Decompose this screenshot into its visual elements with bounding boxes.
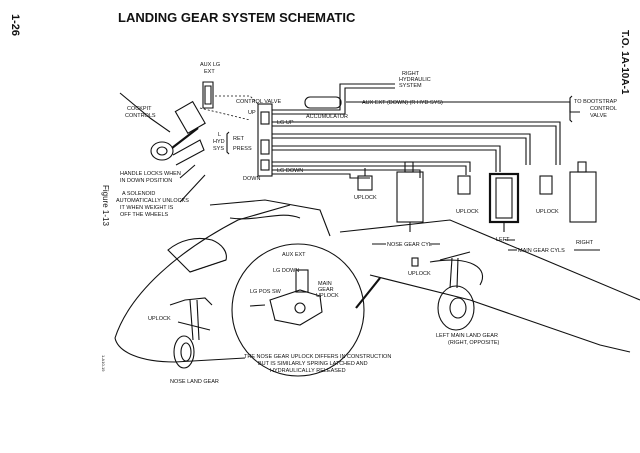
hydraulic-lines xyxy=(272,83,580,179)
uplock-label-2: UPLOCK xyxy=(456,209,479,215)
page-number: 1-26 xyxy=(9,14,21,36)
lg-down-label-2: LG DOWN xyxy=(273,268,299,274)
control-valve-label: CONTROL VALVE xyxy=(236,99,281,105)
nose-uplock-unit xyxy=(357,168,373,191)
lg-pos-sw-label: LG POS SW xyxy=(250,289,282,295)
document-id: T.O. 1A-10A-1 xyxy=(619,30,630,95)
bootstrap-label: TO BOOTSTRAP CONTROL VALVE xyxy=(574,99,618,119)
uplock-label-3: UPLOCK xyxy=(536,209,559,215)
right-wing-outline xyxy=(339,219,640,353)
main-gear-cyls-label: MAIN GEAR CYLS xyxy=(518,248,565,254)
nose-land-gear-drawing xyxy=(169,297,213,369)
control-cable xyxy=(199,95,259,121)
cyl-leaders xyxy=(372,239,600,251)
cockpit-controls-label: COCKPIT CONTROLS xyxy=(125,106,156,119)
accumulator xyxy=(304,96,342,109)
uplock-detail-circle xyxy=(231,243,365,377)
left-main-land-gear-drawing xyxy=(437,251,475,331)
solenoid-note-label: A SOLENOID AUTOMATICALLY UNLOCKS IT WHEN… xyxy=(116,191,190,218)
cockpit-handle xyxy=(150,100,206,166)
detail-pointer xyxy=(355,277,381,309)
right-label: RIGHT xyxy=(576,240,594,246)
page-title: LANDING GEAR SYSTEM SCHEMATIC xyxy=(118,10,356,25)
left-main-uplock-unit xyxy=(457,175,471,195)
l-hyd-sys-label: L HYD SYS xyxy=(213,132,226,152)
bootstrap-bracket xyxy=(569,95,573,123)
ret-label: RET xyxy=(233,136,245,142)
right-main-gear-cylinder xyxy=(569,161,597,223)
uplock-label-4: UPLOCK xyxy=(408,271,431,277)
uplock-label-1: UPLOCK xyxy=(354,195,377,201)
lg-up-label: LG UP xyxy=(277,120,294,126)
aux-ext-line-label: AUX EXT (DOWN) (R HYD SYS) xyxy=(362,100,443,106)
aux-lg-ext-label: AUX LG EXT xyxy=(200,62,222,75)
handle-note-label: HANDLE LOCKS WHEN IN DOWN POSITION xyxy=(120,171,182,184)
control-valve-block xyxy=(257,103,273,177)
nose-uplock-label: UPLOCK xyxy=(148,316,171,322)
left-label: LEFT xyxy=(496,237,510,243)
right-main-uplock-unit xyxy=(539,175,553,195)
wing-left xyxy=(209,199,331,237)
nose-uplock-note: THE NOSE GEAR UPLOCK DIFFERS IN CONSTRUC… xyxy=(244,354,393,374)
main-gear-uplock-label: MAIN GEAR UPLOCK xyxy=(316,281,339,299)
aux-lg-ext-handle xyxy=(202,81,214,109)
accumulator-label: ACCUMULATOR xyxy=(306,114,348,120)
ret-press-bracket xyxy=(226,131,230,155)
lg-down-label: LG DOWN xyxy=(277,168,303,174)
left-main-gear-cylinder xyxy=(488,172,520,232)
down-label: DOWN xyxy=(243,176,260,182)
ref-code: 1-A10-19 xyxy=(101,355,106,372)
uplock-box-small xyxy=(411,257,419,267)
leader-lines-cockpit xyxy=(119,92,206,203)
left-main-gear-label: LEFT MAIN LAND GEAR (RIGHT, OPPOSITE) xyxy=(436,333,500,346)
right-hyd-sys-label: RIGHT HYDRAULIC SYSTEM xyxy=(399,71,432,89)
aux-ext-label: AUX EXT xyxy=(282,252,306,258)
up-label: UP xyxy=(248,110,256,116)
nose-gear-cyl-label: NOSE GEAR CYL xyxy=(387,242,432,248)
figure-label: Figure 1-13 xyxy=(101,185,110,226)
press-label: PRESS xyxy=(233,146,252,152)
nose-gear-cylinder xyxy=(396,161,424,232)
nose-land-gear-label: NOSE LAND GEAR xyxy=(170,379,219,385)
aircraft-nose-outline xyxy=(114,204,301,363)
